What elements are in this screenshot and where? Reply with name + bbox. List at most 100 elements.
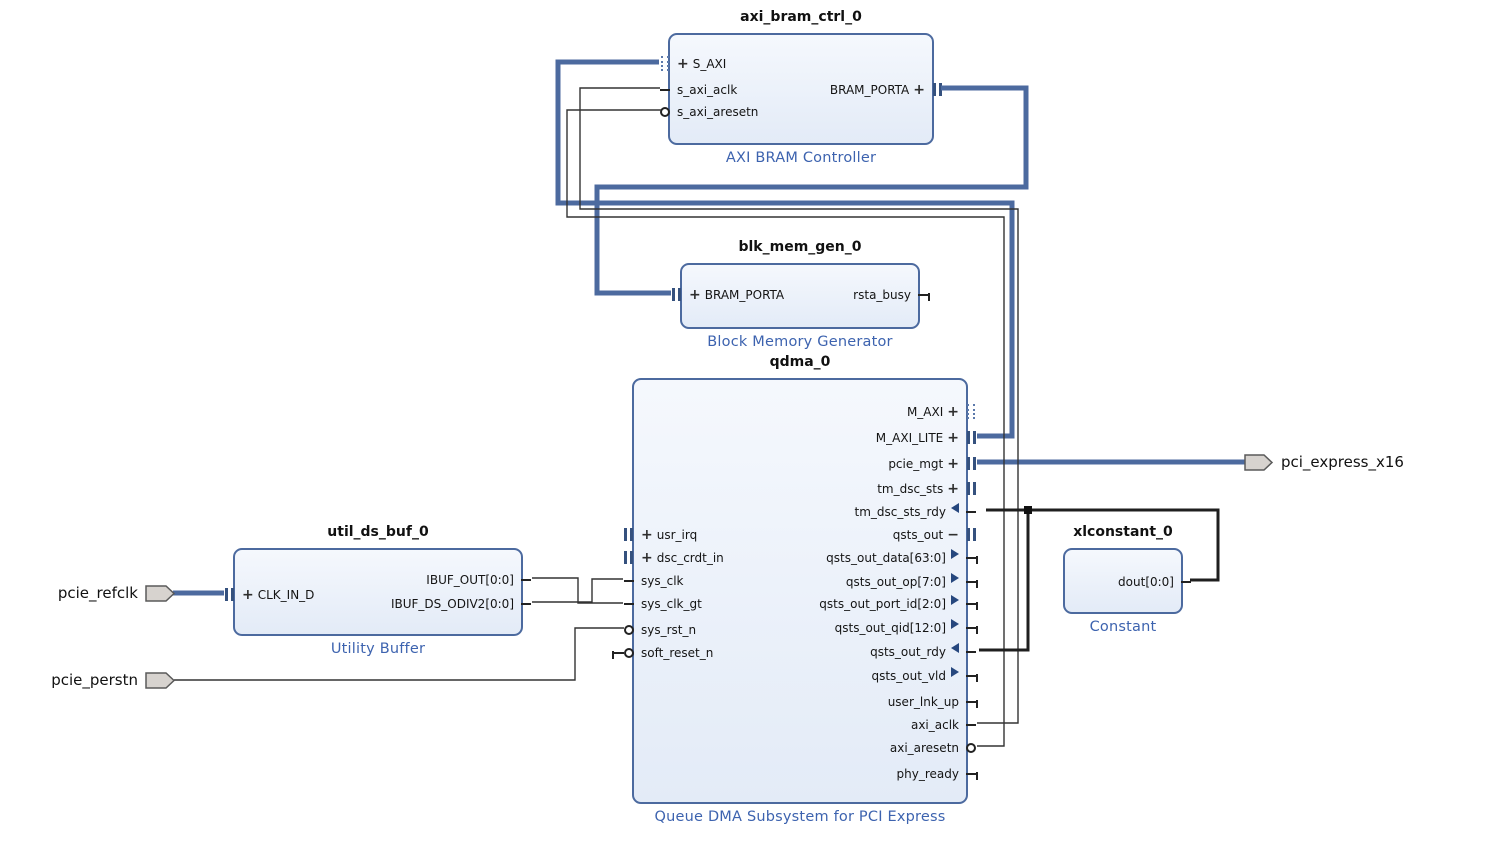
port-dout[interactable]: dout[0:0]	[1065, 573, 1191, 591]
port-sys-clk-gt[interactable]: sys_clk_gt	[624, 595, 966, 613]
output-pin-icon	[951, 667, 959, 677]
ip-block-xlconstant[interactable]: xlconstant_0 dout[0:0] Constant	[1063, 524, 1191, 635]
interface-pin-icon	[225, 588, 234, 601]
pin-stub-icon	[1181, 581, 1191, 583]
pin-stub-icon	[966, 674, 978, 682]
output-pin-icon	[951, 573, 959, 583]
expand-icon[interactable]: +	[641, 550, 653, 566]
expand-icon[interactable]: +	[677, 56, 689, 72]
pin-stub-icon	[966, 602, 978, 610]
pin-stub-icon	[966, 700, 978, 708]
block-type-caption: Constant	[1089, 619, 1157, 635]
port-rsta-busy[interactable]: rsta_busy	[682, 286, 930, 304]
expand-icon[interactable]: +	[947, 430, 959, 446]
wire-axi-aresetn-to-s-axi-aresetn[interactable]	[566, 109, 1005, 747]
ip-block-blk-mem-gen[interactable]: blk_mem_gen_0 +BRAM_PORTA rsta_busy Bloc…	[672, 239, 930, 350]
block-instance-name: util_ds_buf_0	[327, 524, 429, 540]
block-type-caption: Block Memory Generator	[707, 334, 893, 350]
collapse-icon[interactable]: −	[947, 527, 959, 543]
interface-pin-icon	[967, 482, 976, 495]
output-pin-icon	[951, 619, 959, 629]
external-port-label-pcie-perstn[interactable]: pcie_perstn	[51, 671, 138, 689]
block-instance-name: blk_mem_gen_0	[738, 239, 862, 255]
wire-ibuf-ds-odiv2-to-sys-clk[interactable]	[532, 578, 623, 603]
port-qsts-out-op[interactable]: qsts_out_op[7:0]	[634, 573, 978, 591]
interface-pin-icon	[624, 551, 633, 564]
wire-ibuf-out-to-sys-clk-gt[interactable]	[532, 577, 623, 604]
port-ibuf-out[interactable]: IBUF_OUT[0:0]	[235, 571, 531, 589]
port-sys-clk[interactable]: sys_clk	[624, 572, 966, 590]
ip-block-util-ds-buf[interactable]: util_ds_buf_0 +CLK_IN_D IBUF_OUT[0:0] IB…	[225, 524, 531, 657]
port-soft-reset-n[interactable]: soft_reset_n	[612, 644, 966, 662]
pin-stub-icon	[966, 511, 976, 513]
wire-junction-dot	[1024, 506, 1032, 514]
interface-pin-icon	[967, 528, 976, 541]
pin-stub-icon	[966, 580, 978, 588]
port-tm-dsc-sts[interactable]: tm_dsc_sts+	[634, 480, 976, 498]
expand-icon[interactable]: +	[689, 287, 701, 303]
port-m-axi-lite[interactable]: M_AXI_LITE+	[634, 429, 976, 447]
interface-pin-icon	[672, 288, 681, 301]
active-low-icon	[624, 625, 634, 635]
pin-stub-icon	[624, 580, 634, 582]
port-s-axi[interactable]: +S_AXI	[661, 55, 932, 73]
port-tm-dsc-sts-rdy[interactable]: tm_dsc_sts_rdy	[634, 503, 976, 521]
port-qsts-out-data[interactable]: qsts_out_data[63:0]	[634, 549, 978, 567]
port-qsts-out-qid[interactable]: qsts_out_qid[12:0]	[634, 619, 978, 637]
port-clk-in-d[interactable]: +CLK_IN_D	[225, 586, 521, 604]
wire-pcie-perstn-to-sys-rst-n[interactable]	[174, 627, 624, 681]
expand-icon[interactable]: +	[947, 456, 959, 472]
port-dsc-crdt-in[interactable]: +dsc_crdt_in	[624, 549, 966, 567]
wire-axi-aclk-to-s-axi-aclk[interactable]	[579, 87, 1019, 724]
expand-icon[interactable]: +	[913, 82, 925, 98]
port-usr-irq[interactable]: +usr_irq	[624, 526, 966, 544]
pin-stub-icon	[624, 603, 634, 605]
interface-pin-icon	[967, 431, 976, 444]
expand-icon[interactable]: +	[641, 527, 653, 543]
input-pin-icon	[951, 503, 959, 513]
port-bram-porta[interactable]: +BRAM_PORTA	[672, 286, 918, 304]
port-phy-ready[interactable]: phy_ready	[634, 765, 978, 783]
interface-pin-icon	[624, 528, 633, 541]
external-port-label-pcie-refclk[interactable]: pcie_refclk	[57, 584, 138, 602]
port-pcie-mgt[interactable]: pcie_mgt+	[634, 455, 976, 473]
collapsed-interface-icon	[967, 404, 975, 419]
expand-icon[interactable]: +	[947, 481, 959, 497]
port-qsts-out[interactable]: qsts_out−	[634, 526, 976, 544]
external-port-shape-pci-express-x16[interactable]	[1244, 454, 1274, 471]
expand-icon[interactable]: +	[947, 404, 959, 420]
active-low-icon	[660, 107, 670, 117]
port-qsts-out-port-id[interactable]: qsts_out_port_id[2:0]	[634, 595, 978, 613]
external-port-shape-pcie-refclk[interactable]	[145, 585, 176, 602]
port-s-axi-aresetn[interactable]: s_axi_aresetn	[660, 103, 932, 121]
external-port-shape-pcie-perstn[interactable]	[145, 672, 176, 689]
expand-icon[interactable]: +	[242, 587, 254, 603]
output-pin-icon	[951, 595, 959, 605]
block-instance-name: xlconstant_0	[1073, 524, 1173, 540]
ip-block-axi-bram-ctrl[interactable]: axi_bram_ctrl_0 +S_AXI s_axi_aclk s_axi_…	[660, 9, 942, 166]
port-user-lnk-up[interactable]: user_lnk_up	[634, 693, 978, 711]
port-m-axi[interactable]: M_AXI+	[634, 403, 975, 421]
external-port-label-pci-express-x16[interactable]: pci_express_x16	[1281, 453, 1404, 471]
interface-pin-icon	[933, 83, 942, 96]
port-sys-rst-n[interactable]: sys_rst_n	[624, 621, 966, 639]
wire-dout-to-tm-dsc-sts-rdy[interactable]	[986, 508, 1220, 582]
input-pin-icon	[951, 643, 959, 653]
pin-stub-icon	[966, 772, 978, 780]
active-low-icon	[624, 648, 634, 658]
port-axi-aclk[interactable]: axi_aclk	[634, 716, 976, 734]
ip-block-qdma[interactable]: qdma_0 +usr_irq +dsc_crdt_in sys_clk sys…	[612, 354, 978, 825]
pin-stub-icon	[521, 579, 531, 581]
block-type-caption: Queue DMA Subsystem for PCI Express	[654, 809, 946, 825]
port-qsts-out-vld[interactable]: qsts_out_vld	[634, 667, 978, 685]
wire-m-axi-lite-to-s-axi[interactable]	[555, 59, 1015, 439]
wire-bram-porta-to-blk-mem[interactable]	[594, 85, 1029, 296]
port-ibuf-ds-odiv2[interactable]: IBUF_DS_ODIV2[0:0]	[235, 595, 531, 613]
port-axi-aresetn[interactable]: axi_aresetn	[634, 739, 976, 757]
port-bram-porta[interactable]: BRAM_PORTA+	[670, 81, 942, 99]
port-s-axi-aclk[interactable]: s_axi_aclk	[660, 81, 932, 99]
wire-dout-to-qsts-out-rdy[interactable]	[979, 510, 1030, 652]
port-qsts-out-rdy[interactable]: qsts_out_rdy	[634, 643, 976, 661]
